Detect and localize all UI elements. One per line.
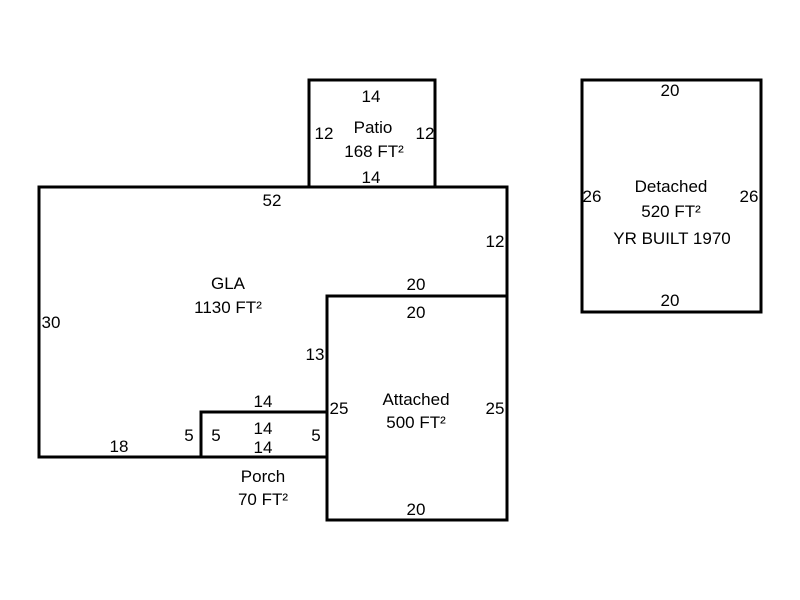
dim-gla-bottom: 18 <box>110 437 129 456</box>
dim-porch-right: 5 <box>311 426 320 445</box>
dim-gla-left: 30 <box>42 313 61 332</box>
dim-porch-top: 14 <box>254 419 273 438</box>
porch-outline <box>199 410 329 459</box>
dim-detached-bottom: 20 <box>661 291 680 310</box>
dim-patio-bottom: 14 <box>362 168 381 187</box>
attached-outline <box>325 294 509 522</box>
patio-area: 168 FT² <box>344 142 404 161</box>
attached-name: Attached <box>382 390 449 409</box>
dim-gla-porch-left: 5 <box>184 426 193 445</box>
detached-area: 520 FT² <box>641 202 701 221</box>
gla-name: GLA <box>211 274 246 293</box>
dim-attached-right: 25 <box>486 399 505 418</box>
dim-detached-right: 26 <box>740 187 759 206</box>
dim-detached-top: 20 <box>661 81 680 100</box>
gla-area: 1130 FT² <box>194 298 262 317</box>
dim-gla-porch-top: 14 <box>254 392 273 411</box>
dim-detached-left: 26 <box>583 187 602 206</box>
porch-area: 70 FT² <box>238 490 288 509</box>
dim-patio-right: 12 <box>416 124 435 143</box>
porch-name: Porch <box>241 467 285 486</box>
dim-porch-bottom: 14 <box>254 438 273 457</box>
attached-area: 500 FT² <box>386 413 446 432</box>
dim-gla-top: 52 <box>263 191 282 210</box>
patio-name: Patio <box>354 118 393 137</box>
dim-porch-left: 5 <box>211 426 220 445</box>
dim-attached-left: 25 <box>330 399 349 418</box>
detached-outline <box>580 78 763 314</box>
dim-patio-left: 12 <box>315 124 334 143</box>
detached-year-built: YR BUILT 1970 <box>613 229 731 248</box>
dim-gla-right: 12 <box>486 232 505 251</box>
dim-gla-attached-top: 20 <box>407 275 426 294</box>
dim-attached-top: 20 <box>407 303 426 322</box>
dim-gla-attached-left: 13 <box>306 345 325 364</box>
dim-attached-bottom: 20 <box>407 500 426 519</box>
dim-patio-top: 14 <box>362 87 381 106</box>
detached-name: Detached <box>635 177 708 196</box>
